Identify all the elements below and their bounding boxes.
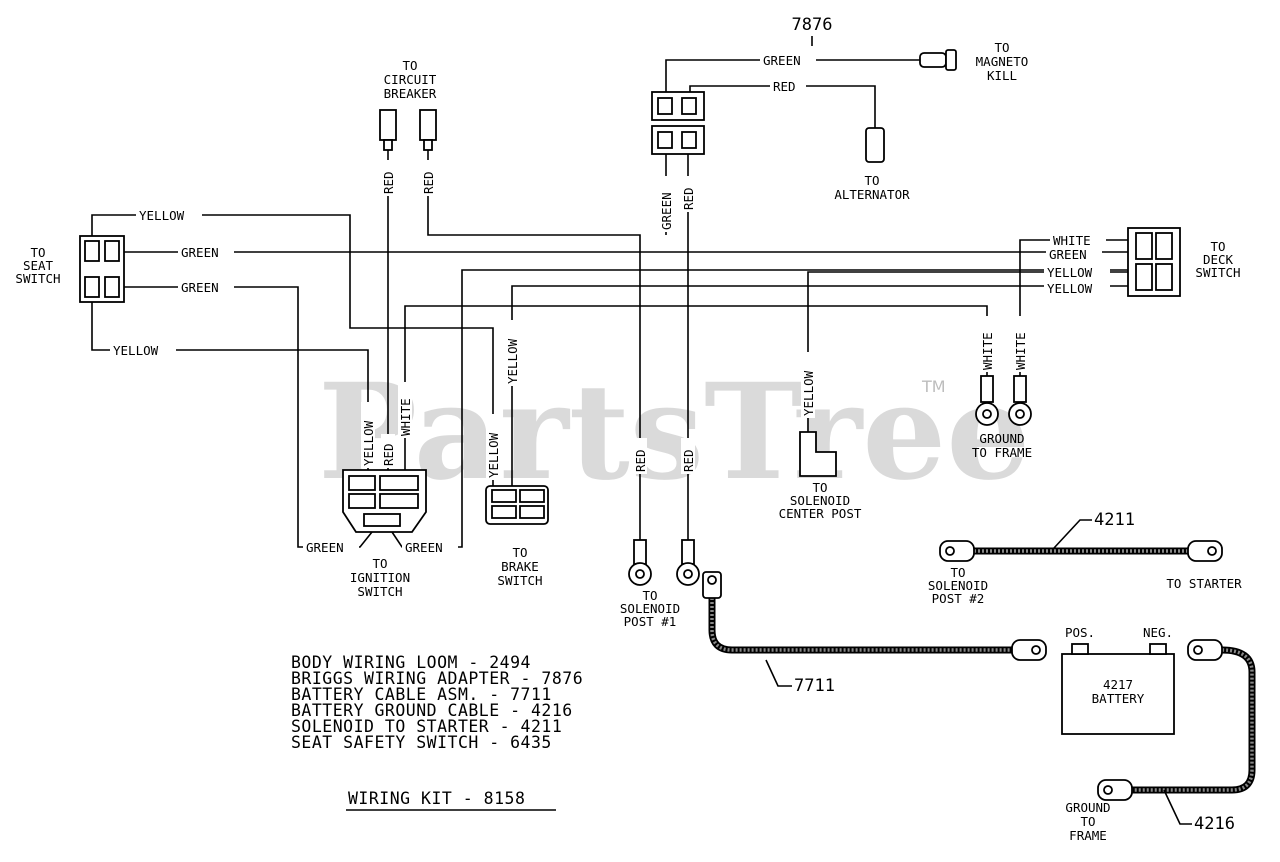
brake-label-3: SWITCH <box>497 573 542 588</box>
label-yellow-solenoid: YELLOW <box>801 370 816 416</box>
brake-switch-connector <box>485 485 549 525</box>
seat-switch-label-2: SEAT <box>23 258 54 273</box>
label-red-post1-2: RED <box>681 449 696 472</box>
part-number-4216: 4216 <box>1194 814 1235 834</box>
circuit-breaker-terminals <box>379 109 437 151</box>
label-green-ign-2: GREEN <box>405 540 443 555</box>
magneto-label-3: KILL <box>987 68 1017 83</box>
battery-label: BATTERY <box>1092 691 1145 706</box>
post1-label-1: TO <box>642 588 657 603</box>
battery-ground-label-1: GROUND <box>1065 800 1110 815</box>
magneto-label-2: MAGNETO <box>976 54 1029 69</box>
label-green-magneto: GREEN <box>763 53 801 68</box>
seat-switch-connector <box>79 235 125 303</box>
circuit-breaker-label-1: TO <box>402 58 417 73</box>
circuit-breaker-label-3: BREAKER <box>384 86 437 101</box>
label-red-cb-2: RED <box>421 171 436 194</box>
ignition-label-3: SWITCH <box>357 584 402 599</box>
label-red-adapter: RED <box>681 187 696 210</box>
alternator-label-2: ALTERNATOR <box>834 187 910 202</box>
post1-label-3: POST #1 <box>624 614 677 629</box>
brake-label-1: TO <box>512 545 527 560</box>
ground-frame-label-1: GROUND <box>979 431 1024 446</box>
parts-list-item-3: BATTERY CABLE ASM. - 7711 <box>291 685 552 704</box>
cable-7711 <box>702 571 1047 661</box>
label-red-alternator: RED <box>773 79 796 94</box>
battery <box>1061 643 1175 735</box>
solenoid-center-label-2: SOLENOID <box>790 493 850 508</box>
parts-list-item-5: SOLENOID TO STARTER - 4211 <box>291 717 562 736</box>
label-yellow-brake-2: YELLOW <box>505 338 520 384</box>
ground-ring-terminals <box>975 375 1032 426</box>
label-white-deck: WHITE <box>1053 233 1091 248</box>
label-green-1: GREEN <box>181 245 219 260</box>
part-number-4211: 4211 <box>1094 510 1135 530</box>
solenoid-center-label-1: TO <box>812 480 827 495</box>
alternator-label-1: TO <box>864 173 879 188</box>
post2-label-3: POST #2 <box>932 591 985 606</box>
ignition-label-1: TO <box>372 556 387 571</box>
battery-neg-label: NEG. <box>1143 625 1173 640</box>
deck-switch-label-1: TO <box>1210 239 1225 254</box>
label-green-ign-1: GREEN <box>306 540 344 555</box>
battery-pos-label: POS. <box>1065 625 1095 640</box>
ignition-label-2: IGNITION <box>350 570 410 585</box>
magneto-connector <box>919 49 957 71</box>
ignition-switch-connector <box>342 469 427 548</box>
label-yellow-1: YELLOW <box>139 208 185 223</box>
cable-4211 <box>939 540 1223 562</box>
label-white-ground-1: WHITE <box>980 332 995 370</box>
watermark: PartsTree <box>318 355 1030 510</box>
label-red-post1-1: RED <box>633 449 648 472</box>
solenoid-center-terminal <box>799 431 837 477</box>
parts-list-item-6: SEAT SAFETY SWITCH - 6435 <box>291 733 552 752</box>
component-labels: 7876 TO SEAT SWITCH TO CIRCUIT BREAKER T… <box>15 15 1242 843</box>
post1-label-2: SOLENOID <box>620 601 680 616</box>
post2-label-1: TO <box>950 565 965 580</box>
parts-list-item-2: BRIGGS WIRING ADAPTER - 7876 <box>291 669 583 688</box>
part-number-7876: 7876 <box>792 15 833 35</box>
leader-lines <box>765 36 1192 825</box>
watermark-tm: TM <box>921 377 946 396</box>
seat-switch-label-3: SWITCH <box>15 271 60 286</box>
ground-frame-label-2: TO FRAME <box>972 445 1032 460</box>
label-green-adapter: GREEN <box>659 192 674 230</box>
deck-switch-label-2: DECK <box>1203 252 1234 267</box>
parts-list: BODY WIRING LOOM - 2494 BRIGGS WIRING AD… <box>291 653 583 752</box>
post2-label-2: SOLENOID <box>928 578 988 593</box>
battery-ground-label-3: FRAME <box>1069 828 1107 843</box>
battery-model-label: 4217 <box>1103 677 1133 692</box>
deck-switch-label-3: SWITCH <box>1195 265 1240 280</box>
seat-switch-label-1: TO <box>30 245 45 260</box>
label-green-2: GREEN <box>181 280 219 295</box>
solenoid-center-label-3: CENTER POST <box>779 506 862 521</box>
label-red-cb-1: RED <box>381 171 396 194</box>
deck-switch-connector <box>1127 227 1181 297</box>
parts-list-item-4: BATTERY GROUND CABLE - 4216 <box>291 701 573 720</box>
wire-labels-horizontal: YELLOW GREEN GREEN YELLOW GREEN RED WHIT… <box>110 53 1110 555</box>
adapter-connector <box>651 91 705 155</box>
parts-list-item-1: BODY WIRING LOOM - 2494 <box>291 653 531 672</box>
label-white-ground-2: WHITE <box>1013 332 1028 370</box>
label-red-ign: RED <box>381 443 396 466</box>
label-yellow-deck-2: YELLOW <box>1047 281 1093 296</box>
circuit-breaker-label-2: CIRCUIT <box>384 72 437 87</box>
solenoid-post1-terminals <box>628 539 700 586</box>
brake-label-2: BRAKE <box>501 559 539 574</box>
starter-label: TO STARTER <box>1166 576 1242 591</box>
wire-labels-vertical: RED RED GREEN RED YELLOW RED WHITE YELLO… <box>361 160 1028 480</box>
cable-4216 <box>1097 639 1256 801</box>
alternator-connector <box>865 127 885 163</box>
label-yellow-ign: YELLOW <box>361 420 376 466</box>
magneto-label-1: TO <box>994 40 1009 55</box>
label-yellow-deck-1: YELLOW <box>1047 265 1093 280</box>
battery-ground-label-2: TO <box>1080 814 1095 829</box>
part-number-7711: 7711 <box>794 676 835 696</box>
label-yellow-brake-1: YELLOW <box>486 432 501 478</box>
kit-title: WIRING KIT - 8158 <box>348 789 525 808</box>
label-white-ign: WHITE <box>398 398 413 436</box>
label-green-deck: GREEN <box>1049 247 1087 262</box>
label-yellow-2: YELLOW <box>113 343 159 358</box>
